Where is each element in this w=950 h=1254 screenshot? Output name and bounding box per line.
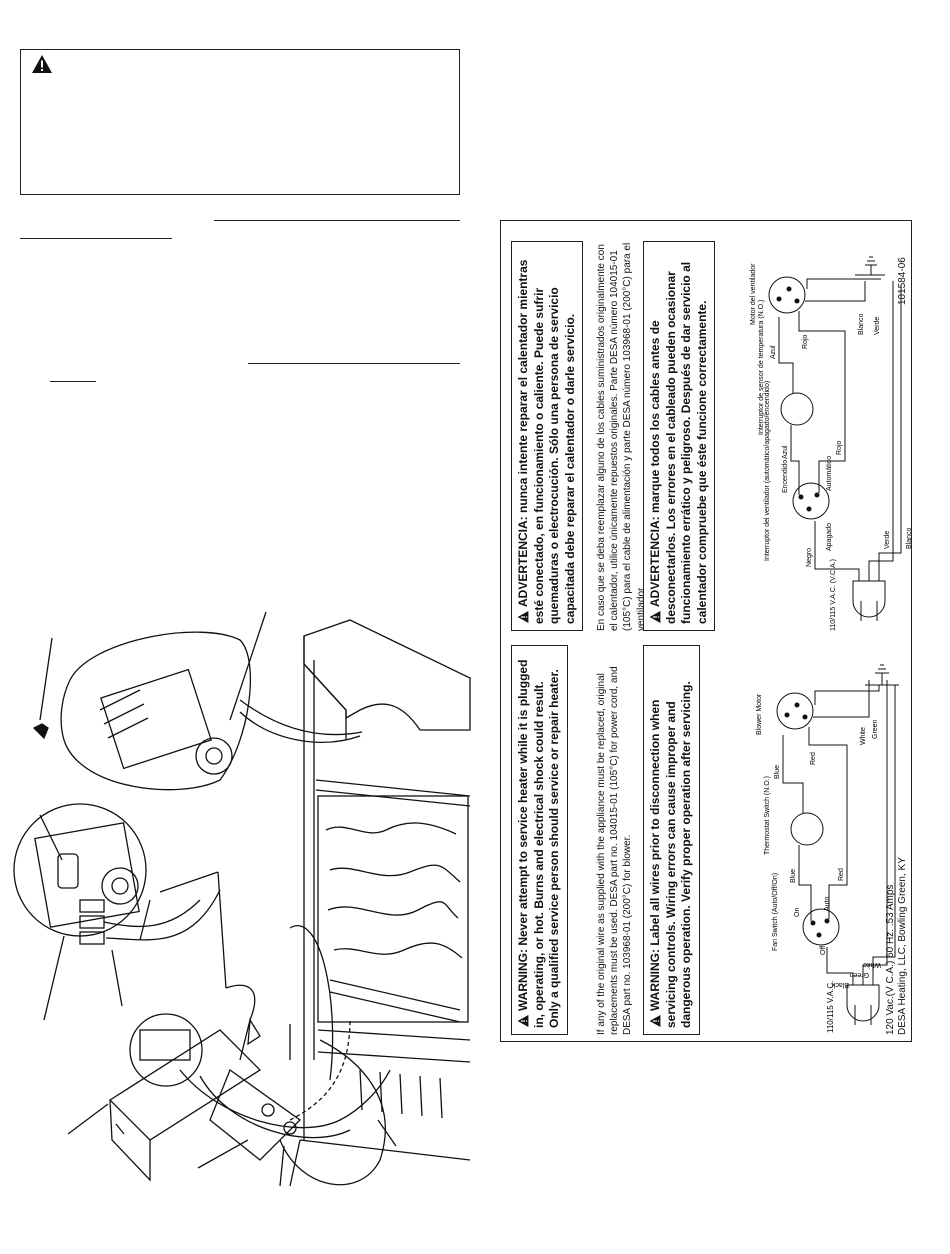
cable-rojo-label-1: Rojo <box>836 440 843 455</box>
cable-verde-label: Verde <box>884 531 891 549</box>
interruptor-ventilador-label: Interruptor del ventilador (automático/a… <box>764 381 771 561</box>
ratings-text: 120 Vac.(V C.A.) 60 Hz. .53 Amps <box>885 884 896 1035</box>
cable-blanco-label-2: Blanco <box>858 313 865 335</box>
warning-triangle-icon <box>517 611 529 623</box>
apagado-label: Apagado <box>826 523 833 551</box>
thermostat-label: Thermostat Switch (N.O.) <box>764 776 771 855</box>
warning-triangle-icon <box>649 1014 661 1027</box>
part-number: 101584-06 <box>897 257 908 305</box>
cable-verde-label-2: Verde <box>874 317 881 335</box>
screw-icon <box>32 637 53 740</box>
warning-service-text: WARNING: Never attempt to service heater… <box>516 659 561 1028</box>
wire-red-label-1: Red <box>838 868 845 881</box>
switch-off-label: Off <box>820 946 827 955</box>
wire-black-label: Black <box>831 981 849 988</box>
heading-rule-2 <box>20 238 172 239</box>
warning-label-wires-text: WARNING: Label all wires prior to discon… <box>648 681 693 1028</box>
advertencia-servicio: ADVERTENCIA: nunca intente reparar el ca… <box>511 241 583 631</box>
cable-negro-label: Negro <box>806 548 813 567</box>
heading-rule-1 <box>214 220 460 221</box>
cable-azul-label-1: Azul <box>782 445 789 459</box>
advertencia-servicio-text: ADVERTENCIA: nunca intente reparar el ca… <box>516 259 577 624</box>
warning-triangle-icon <box>649 611 661 623</box>
warning-box <box>20 49 460 195</box>
wire-blue-label-1: Blue <box>790 869 797 883</box>
sensor-label: Interruptor de sensor de temperatura (N.… <box>758 300 765 435</box>
voltaje-label: 110/115 V.A.C. (V.C.A.) <box>830 559 837 631</box>
warning-triangle-icon <box>32 55 52 73</box>
cable-blanco-label: Blanco <box>906 527 912 549</box>
voltage-label: 110/115 V.A.C. <box>826 981 835 1033</box>
wire-blue-label-2: Blue <box>774 765 781 779</box>
motor-label: Motor del ventilador <box>750 263 757 325</box>
automatico-label: Automático <box>826 456 833 491</box>
heading-rule-3 <box>248 363 460 364</box>
reemplazo-paragraph: En caso que se deba reemplazar alguno de… <box>596 242 647 631</box>
heater-line-art <box>13 611 471 1187</box>
wire-white-label: White <box>863 961 881 968</box>
blower-label: Blower Motor <box>756 693 763 735</box>
wire-green-label-2: Green <box>872 719 879 739</box>
advertencia-cables-text: ADVERTENCIA: marque todos los cables ant… <box>648 261 709 624</box>
switch-on-label: On <box>794 908 801 917</box>
wire-white-label-2: White <box>860 727 867 745</box>
company-text: DESA Heating, LLC, Bowling Green, KY <box>897 857 908 1035</box>
wire-green-label: Green <box>849 971 869 978</box>
wiring-label: WARNING: Never attempt to service heater… <box>500 220 912 1042</box>
wire-red-label-2: Red <box>810 752 817 765</box>
cable-azul-label-2: Azul <box>770 345 777 359</box>
warning-service: WARNING: Never attempt to service heater… <box>511 645 568 1035</box>
heading-rule-4 <box>50 381 96 382</box>
switch-auto-label: Auto <box>824 896 831 911</box>
wiring-diagram-english: 110/115 V.A.C. Black Green White Fan Swi… <box>756 664 899 1033</box>
heater-illustration <box>0 600 480 1254</box>
cable-rojo-label-2: Rojo <box>802 334 809 349</box>
encendido-label: Encendido <box>782 460 789 493</box>
fan-switch-label: Fan Switch (Auto/Off/On) <box>772 873 779 951</box>
spanish-column: ADVERTENCIA: nunca intente reparar el ca… <box>501 236 912 631</box>
english-column: WARNING: Never attempt to service heater… <box>501 640 911 1035</box>
warning-label-wires: WARNING: Label all wires prior to discon… <box>643 645 700 1035</box>
warning-triangle-icon <box>517 1014 529 1027</box>
wiring-label-rotated: WARNING: Never attempt to service heater… <box>501 221 912 1041</box>
replacement-paragraph: If any of the original wire as supplied … <box>596 666 634 1035</box>
advertencia-cables: ADVERTENCIA: marque todos los cables ant… <box>643 241 715 631</box>
wiring-diagram-spanish: 110/115 V.A.C. (V.C.A.) Negro Verde Blan… <box>750 256 912 631</box>
